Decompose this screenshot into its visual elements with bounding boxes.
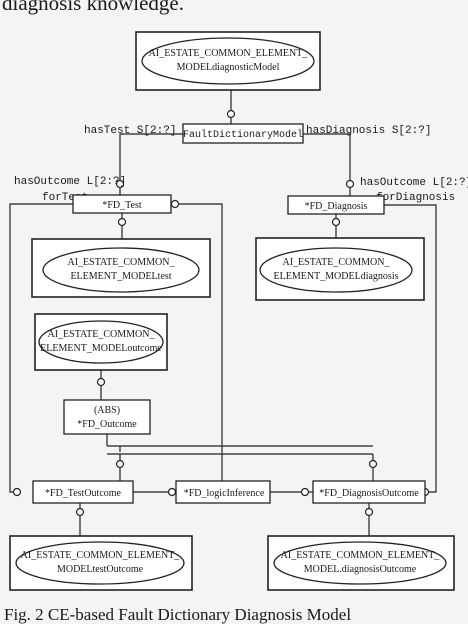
diagnosis-outcome-entity-line2: MODEL.diagnosisOutcome bbox=[304, 564, 417, 575]
subtype-circle-fdm bbox=[226, 109, 236, 119]
has-outcome-left-label: hasOutcome L[2:?] bbox=[14, 176, 126, 188]
fault-dictionary-model-label: FaultDictionaryModel bbox=[183, 129, 303, 141]
outcome-entity-line2: ELEMENT_MODELoutcome bbox=[40, 343, 162, 354]
for-diagnosis-label: forDiagnosis bbox=[376, 192, 455, 204]
has-test-circle bbox=[115, 179, 125, 189]
diagnostic-model-line1: AI_ESTATE_COMMON_ELEMENT_ bbox=[149, 48, 309, 59]
outcome-entity: AI_ESTATE_COMMON_ ELEMENT_MODELoutcome bbox=[34, 313, 168, 371]
diagnosis-entity: AI_ESTATE_COMMON_ ELEMENT_MODELdiagnosis bbox=[255, 237, 425, 301]
test-entity: AI_ESTATE_COMMON_ ELEMENT_MODELtest bbox=[31, 238, 211, 298]
test-outcome-entity-line2: MODELtestOutcome bbox=[57, 564, 144, 575]
figure-caption: Fig. 2 CE-based Fault Dictionary Diagnos… bbox=[4, 605, 351, 624]
fd-logic-inference-entity: *FD_logicInference bbox=[175, 480, 271, 504]
has-diagnosis-label: hasDiagnosis S[2:?] bbox=[306, 125, 431, 137]
has-test-line bbox=[119, 133, 183, 180]
has-diagnosis-circle bbox=[345, 179, 355, 189]
fd-logic-inference-label: *FD_logicInference bbox=[184, 488, 265, 499]
fd-test-outcome-line bbox=[9, 203, 73, 493]
fd-outcome-abs-label: (ABS) bbox=[94, 405, 120, 416]
fd-diagnosis-entity: *FD_Diagnosis bbox=[287, 195, 385, 215]
fd-diagnosis-label: *FD_Diagnosis bbox=[305, 201, 368, 212]
diagnosis-entity-line1: AI_ESTATE_COMMON_ bbox=[283, 257, 391, 268]
has-diagnosis-line bbox=[303, 133, 351, 180]
fd-test-outcome-circle bbox=[170, 199, 180, 209]
test-entity-line1: AI_ESTATE_COMMON_ bbox=[68, 257, 176, 268]
diagnosis-outcome-entity-line1: AI_ESTATE_COMMON_ELEMENT_ bbox=[281, 550, 441, 561]
outcome-entity-line1: AI_ESTATE_COMMON_ bbox=[48, 329, 156, 340]
diagnosis-outcome-entity: AI_ESTATE_COMMON_ELEMENT_ MODEL.diagnosi… bbox=[267, 535, 455, 591]
fd-outcome-entity: (ABS) *FD_Outcome bbox=[63, 399, 151, 435]
has-outcome-right-label: hasOutcome L[2:?] bbox=[360, 177, 468, 189]
fd-test-subtype-circle bbox=[117, 217, 127, 227]
test-outcome-entity-circle bbox=[75, 507, 85, 517]
fd-outcome-subtype-circle bbox=[96, 377, 106, 387]
has-test-label: hasTest S[2:?] bbox=[84, 125, 176, 137]
diagnostic-model-entity: AI_ESTATE_COMMON_ELEMENT_ MODELdiagnosti… bbox=[135, 31, 321, 91]
fd-diagnosis-outcome-line bbox=[384, 204, 437, 493]
diagnostic-model-line2: MODELdiagnosticModel bbox=[177, 62, 280, 73]
diagnosis-outcome-entity-circle bbox=[364, 507, 374, 517]
fd-diagnosis-outcome-entity: *FD_DiagnosisOutcome bbox=[312, 480, 426, 504]
fd-test-outcome-entity: *FD_TestOutcome bbox=[32, 480, 134, 504]
test-outcome-entity-line1: AI_ESTATE_COMMON_ELEMENT_ bbox=[21, 550, 181, 561]
fd-diagnosis-outcome-label: *FD_DiagnosisOutcome bbox=[319, 488, 419, 499]
logic-right-circle bbox=[300, 487, 310, 497]
test-outcome-subtype-circle bbox=[115, 459, 125, 469]
header-fragment: diagnosis knowledge. bbox=[2, 0, 184, 15]
test-outcome-entity: AI_ESTATE_COMMON_ELEMENT_ MODELtestOutco… bbox=[9, 535, 193, 591]
fd-outcome-label: *FD_Outcome bbox=[77, 419, 137, 430]
for-test-circle bbox=[12, 487, 22, 497]
fd-test-outcome-label: *FD_TestOutcome bbox=[45, 488, 122, 499]
fd-test-entity: *FD_Test bbox=[72, 194, 172, 214]
fd-test-label: *FD_Test bbox=[102, 200, 142, 211]
diagnosis-outcome-subtype-circle bbox=[368, 459, 378, 469]
diagnosis-entity-line2: ELEMENT_MODELdiagnosis bbox=[274, 271, 399, 282]
fault-dictionary-model-entity: FaultDictionaryModel bbox=[182, 123, 304, 144]
fd-diagnosis-subtype-circle bbox=[331, 217, 341, 227]
logic-left-circle bbox=[167, 487, 177, 497]
test-entity-line2: ELEMENT_MODELtest bbox=[70, 271, 171, 282]
